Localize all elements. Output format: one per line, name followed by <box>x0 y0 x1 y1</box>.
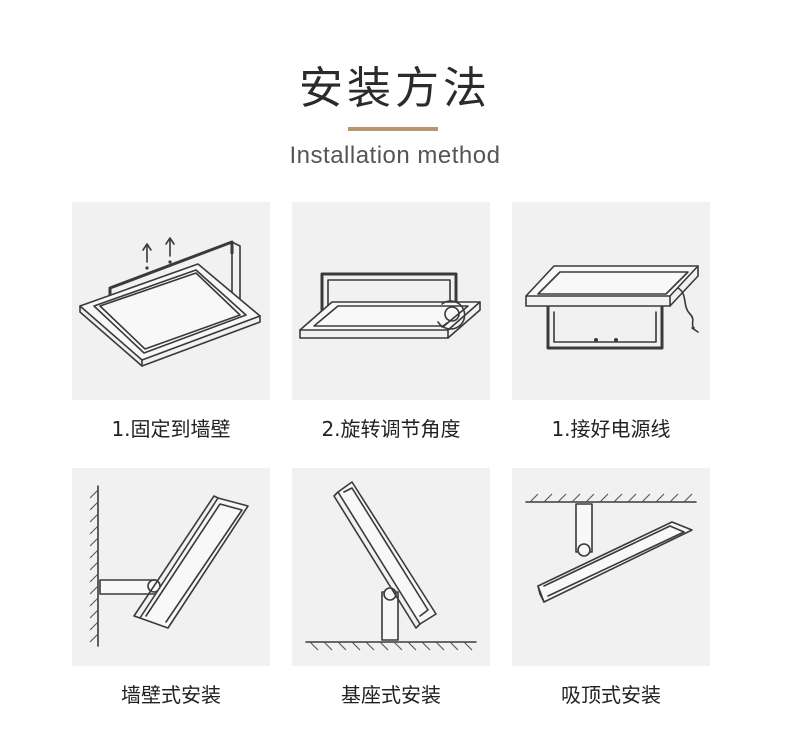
step-card-power <box>512 202 710 400</box>
rotate-angle-adjust-icon <box>299 272 481 339</box>
page-title: 安装方法 <box>299 63 491 114</box>
step-label-wall-fix: 1.固定到墙壁 <box>111 417 231 441</box>
step-card-wall-fix <box>72 202 270 400</box>
ceiling-mounted-light-icon <box>525 493 697 603</box>
step-label-rotate: 2.旋转调节角度 <box>321 417 461 441</box>
mount-card-wall <box>72 468 270 666</box>
mount-card-ceiling <box>512 468 710 666</box>
mount-label-base: 基座式安装 <box>341 683 441 707</box>
base-mounted-light-icon <box>305 481 477 651</box>
wall-bracket-mount-icon <box>79 237 261 367</box>
mount-label-ceiling: 吸顶式安装 <box>561 683 661 707</box>
title-accent-divider <box>348 127 438 131</box>
power-cable-connect-icon <box>525 265 699 350</box>
mount-card-base <box>292 468 490 666</box>
step-label-power: 1.接好电源线 <box>551 417 671 441</box>
page-subtitle: Installation method <box>289 142 501 169</box>
wall-mounted-light-icon <box>89 485 249 647</box>
mount-label-wall: 墙壁式安装 <box>121 683 221 707</box>
step-card-rotate <box>292 202 490 400</box>
